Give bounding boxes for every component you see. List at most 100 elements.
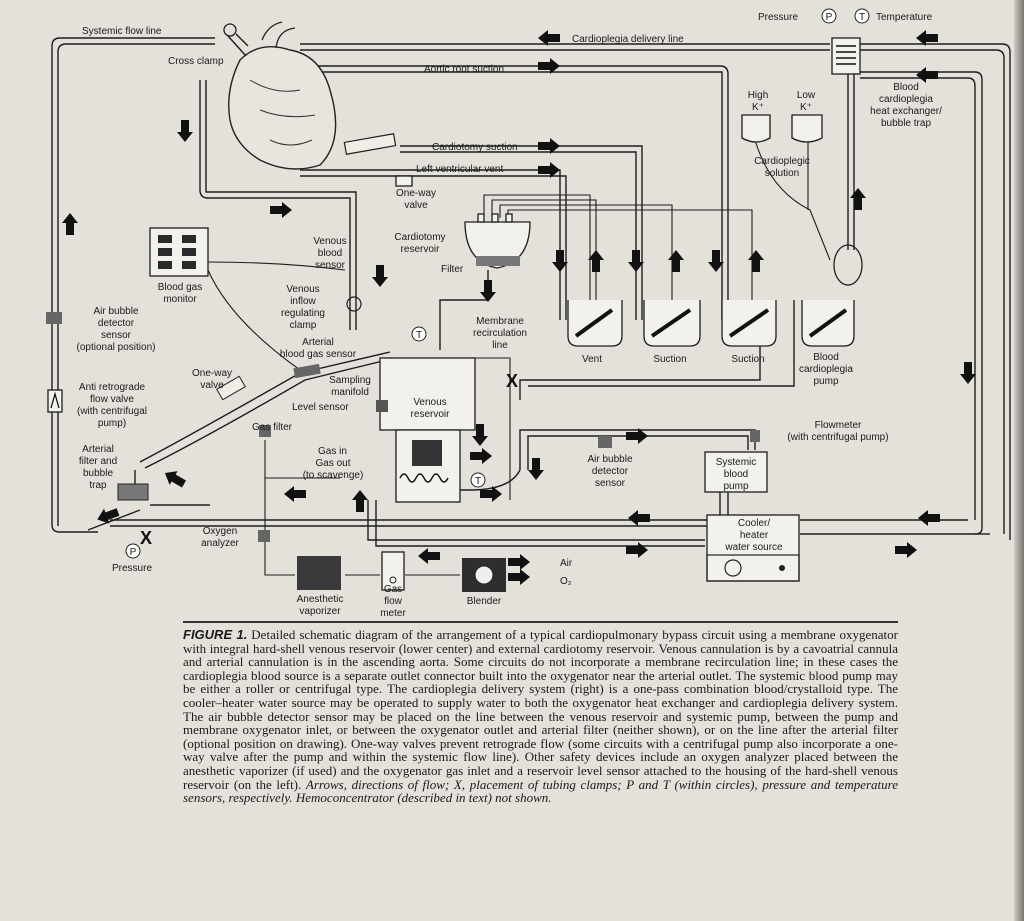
label-gas-flow-meter-3: meter bbox=[380, 608, 406, 619]
label-temperature-top: Temperature bbox=[876, 12, 933, 23]
label-systemic-flow-line: Systemic flow line bbox=[82, 26, 162, 37]
page-edge-shadow bbox=[1014, 0, 1024, 921]
pressure-symbol-top: P bbox=[826, 12, 833, 23]
label-air-bubble-left-4: (optional position) bbox=[77, 342, 156, 353]
heart-illustration bbox=[228, 21, 397, 170]
label-high-k-2: K⁺ bbox=[752, 102, 764, 113]
label-cardiotomy-reservoir-2: reservoir bbox=[401, 244, 441, 255]
label-gas-filter: Gas filter bbox=[252, 422, 293, 433]
label-o2: O₂ bbox=[560, 576, 572, 587]
label-blood-cardioplegia-hx-3: heat exchanger/ bbox=[870, 106, 942, 117]
heat-exchanger bbox=[831, 37, 861, 75]
blood-cardioplegia-pump bbox=[801, 244, 863, 347]
blender-device bbox=[462, 558, 506, 592]
label-venous-inflow-clamp-4: clamp bbox=[290, 320, 317, 331]
label-suction-2: Suction bbox=[731, 354, 764, 365]
temperature-symbol-top: T bbox=[859, 12, 865, 23]
pump-suction-2 bbox=[721, 300, 777, 347]
label-left-ventricular-vent: Left ventricular vent bbox=[416, 164, 503, 175]
clamp-x-recirculation: X bbox=[506, 371, 518, 391]
label-anti-retrograde-4: pump) bbox=[98, 418, 126, 429]
label-blood-cardioplegia-hx-1: Blood bbox=[893, 82, 919, 93]
caption-divider bbox=[183, 621, 898, 623]
label-filter: Filter bbox=[441, 264, 464, 275]
label-cardiotomy-reservoir-1: Cardiotomy bbox=[394, 232, 445, 243]
label-sampling-manifold-1: Sampling bbox=[329, 375, 371, 386]
cardiotomy-reservoir bbox=[464, 213, 531, 269]
caption-body: Detailed schematic diagram of the arrang… bbox=[183, 627, 898, 792]
label-anti-retrograde-2: flow valve bbox=[90, 394, 134, 405]
label-venous-blood-sensor-1: Venous bbox=[313, 236, 346, 247]
label-cardioplegic-solution-2: solution bbox=[765, 168, 799, 179]
label-arterial-filter-2: filter and bbox=[79, 456, 117, 467]
venous-reservoir bbox=[376, 357, 476, 503]
blood-gas-monitor bbox=[149, 227, 209, 277]
label-gas-out-1: Gas out bbox=[315, 458, 350, 469]
label-systemic-pump-1: Systemic bbox=[716, 457, 757, 468]
label-air-bubble-left-2: detector bbox=[98, 318, 135, 329]
clamp-marks: X X bbox=[140, 371, 518, 548]
label-air-bubble-left-3: sensor bbox=[101, 330, 132, 341]
label-systemic-pump-2: blood bbox=[724, 469, 748, 480]
label-arterial-filter-3: bubble bbox=[83, 468, 113, 479]
pressure-symbol-bottom: P bbox=[130, 547, 137, 558]
label-arterial-blood-gas-2: blood gas sensor bbox=[280, 349, 357, 360]
label-blood-cardioplegia-hx-2: cardioplegia bbox=[879, 94, 933, 105]
label-venous-reservoir-1: Venous bbox=[413, 397, 446, 408]
label-bc-pump-3: pump bbox=[813, 376, 838, 387]
label-air-bubble-right-1: Air bubble bbox=[587, 454, 632, 465]
label-anti-retrograde-3: (with centrifugal bbox=[77, 406, 147, 417]
label-air-bubble-right-3: sensor bbox=[595, 478, 626, 489]
bypass-circuit-diagram: P T T T P X X bbox=[46, 8, 1011, 619]
label-suction-1: Suction bbox=[653, 354, 686, 365]
label-cardioplegic-solution-1: Cardioplegic bbox=[754, 156, 810, 167]
label-membrane-recirculation-1: Membrane bbox=[476, 316, 524, 327]
caption-italic-tail: Arrows, directions of flow; X, placement… bbox=[183, 776, 898, 806]
label-low-k-2: K⁺ bbox=[800, 102, 812, 113]
label-oxygen-analyzer-1: Oxygen bbox=[203, 526, 237, 537]
temperature-symbol-reservoir: T bbox=[416, 330, 422, 341]
cross-clamp bbox=[223, 23, 249, 57]
label-cross-clamp: Cross clamp bbox=[168, 56, 224, 67]
pump-vent bbox=[567, 300, 623, 347]
systemic-blood-pump bbox=[704, 451, 768, 493]
label-one-way-valve-top-2: valve bbox=[404, 200, 428, 211]
label-membrane-recirculation-2: recirculation bbox=[473, 328, 527, 339]
label-arterial-filter-1: Arterial bbox=[82, 444, 114, 455]
label-gas-flow-meter-2: flow bbox=[384, 596, 403, 607]
arterial-filter bbox=[117, 483, 149, 501]
label-arterial-filter-4: trap bbox=[89, 480, 107, 491]
label-venous-inflow-clamp-1: Venous bbox=[286, 284, 319, 295]
label-anti-retrograde-1: Anti retrograde bbox=[79, 382, 146, 393]
figure-caption: FIGURE 1. Detailed schematic diagram of … bbox=[183, 628, 898, 805]
label-blood-gas-monitor-1: Blood gas bbox=[158, 282, 202, 293]
label-one-way-valve-top-1: One-way bbox=[396, 188, 436, 199]
label-pressure-top: Pressure bbox=[758, 12, 798, 23]
label-flowmeter-1: Flowmeter bbox=[815, 420, 862, 431]
clamp-x-arterial: X bbox=[140, 528, 152, 548]
label-gas-out-2: (to scavenge) bbox=[303, 470, 364, 481]
temperature-symbol-oxygenator: T bbox=[475, 476, 481, 487]
label-venous-blood-sensor-3: sensor bbox=[315, 260, 346, 271]
label-air-bubble-right-2: detector bbox=[592, 466, 629, 477]
label-sampling-manifold-2: manifold bbox=[331, 387, 369, 398]
label-cardiotomy-suction: Cardiotomy suction bbox=[432, 142, 518, 153]
label-air-bubble-left-1: Air bubble bbox=[93, 306, 138, 317]
label-blood-gas-monitor-2: monitor bbox=[163, 294, 197, 305]
anti-retrograde-valve bbox=[47, 389, 63, 413]
cardioplegic-bags bbox=[741, 114, 823, 143]
tubing bbox=[51, 37, 1011, 576]
pump-suction-1 bbox=[643, 300, 701, 347]
label-anesthetic-vaporizer-1: Anesthetic bbox=[297, 594, 344, 605]
label-oxygen-analyzer-2: analyzer bbox=[201, 538, 239, 549]
label-vent: Vent bbox=[582, 354, 602, 365]
label-venous-inflow-clamp-2: inflow bbox=[290, 296, 316, 307]
label-cooler-heater-2: heater bbox=[740, 530, 769, 541]
cooler-heater bbox=[706, 514, 800, 582]
label-bc-pump-1: Blood bbox=[813, 352, 839, 363]
label-one-way-valve-left-1: One-way bbox=[192, 368, 232, 379]
label-cooler-heater-3: water source bbox=[724, 542, 783, 553]
label-low-k-1: Low bbox=[797, 90, 816, 101]
label-venous-reservoir-2: reservoir bbox=[411, 409, 451, 420]
